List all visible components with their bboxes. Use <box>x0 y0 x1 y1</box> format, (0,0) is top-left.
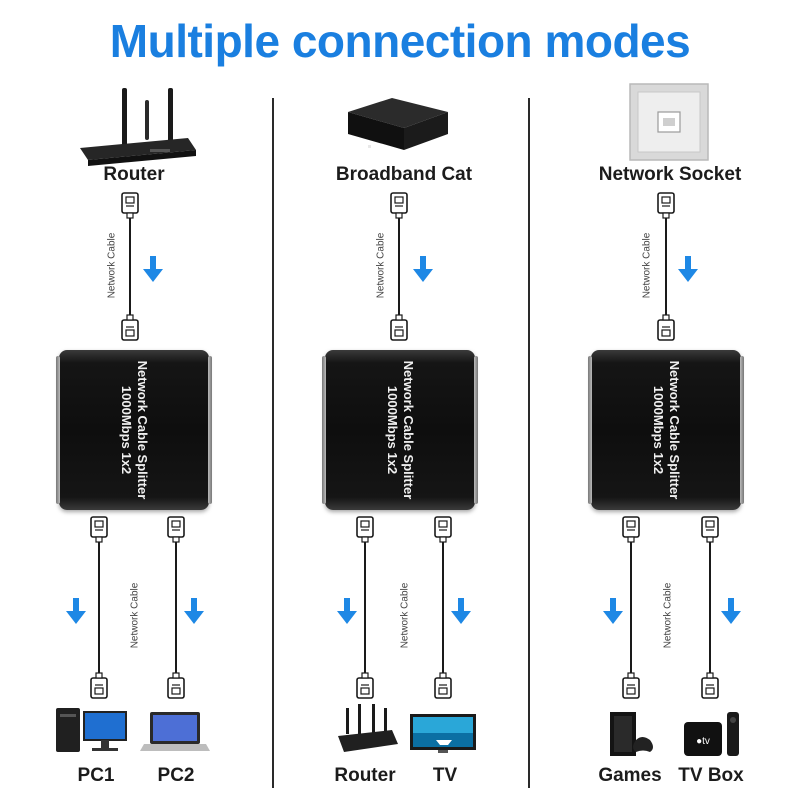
svg-text:●tv: ●tv <box>696 736 710 747</box>
cable-bottom-3 <box>622 516 719 699</box>
rj45-plug-icon <box>121 314 139 341</box>
rj45-plug-icon <box>356 672 374 699</box>
source-label-router: Router <box>103 164 165 185</box>
panel-divider-2 <box>528 98 530 788</box>
tv-icon <box>410 714 476 753</box>
rj45-plug-icon <box>356 516 374 543</box>
rj45-plug-icon <box>701 672 719 699</box>
rj45-plug-icon <box>701 516 719 543</box>
router-icon <box>338 704 398 752</box>
rj45-plug-icon <box>434 672 452 699</box>
cable-top-2 <box>390 192 408 341</box>
tv-box-icon: ●tv <box>684 712 739 756</box>
source-label-network-socket: Network Socket <box>598 164 742 185</box>
rj45-plug-icon <box>167 516 185 543</box>
cable-bottom-2 <box>356 516 452 699</box>
rj45-plug-icon <box>434 516 452 543</box>
down-arrow-icon <box>337 598 357 624</box>
down-arrow-icon <box>603 598 623 624</box>
output-label-tv-box: TV Box <box>678 765 744 786</box>
down-arrow-icon <box>678 256 698 282</box>
wall-socket-icon <box>629 83 709 161</box>
cable-bottom-1 <box>90 516 185 699</box>
desktop-pc-icon <box>56 708 127 752</box>
down-arrow-icon <box>143 256 163 282</box>
source-label-broadband-cat: Broadband Cat <box>335 164 473 185</box>
cable-top-3 <box>657 192 675 341</box>
down-arrow-icon <box>721 598 741 624</box>
down-arrow-icon <box>184 598 204 624</box>
output-label-pc2: PC2 <box>157 765 195 786</box>
output-label-router: Router <box>334 765 396 786</box>
output-label-pc1: PC1 <box>77 765 115 786</box>
panel-divider-1 <box>272 98 274 788</box>
game-console-icon <box>610 712 653 756</box>
rj45-plug-icon <box>90 672 108 699</box>
rj45-plug-icon <box>657 192 675 219</box>
rj45-plug-icon <box>390 192 408 219</box>
rj45-plug-icon <box>622 516 640 543</box>
router-icon <box>80 88 196 166</box>
modem-box-icon <box>348 98 448 150</box>
cable-top-1 <box>121 192 139 341</box>
rj45-plug-icon <box>390 314 408 341</box>
output-label-tv: TV <box>432 765 458 786</box>
down-arrow-icon <box>413 256 433 282</box>
page-title: Multiple connection modes <box>109 15 691 67</box>
rj45-plug-icon <box>90 516 108 543</box>
laptop-icon <box>140 712 210 751</box>
down-arrow-icon <box>66 598 86 624</box>
rj45-plug-icon <box>121 192 139 219</box>
down-arrow-icon <box>451 598 471 624</box>
rj45-plug-icon <box>622 672 640 699</box>
rj45-plug-icon <box>657 314 675 341</box>
output-label-games: Games <box>598 765 662 786</box>
rj45-plug-icon <box>167 672 185 699</box>
